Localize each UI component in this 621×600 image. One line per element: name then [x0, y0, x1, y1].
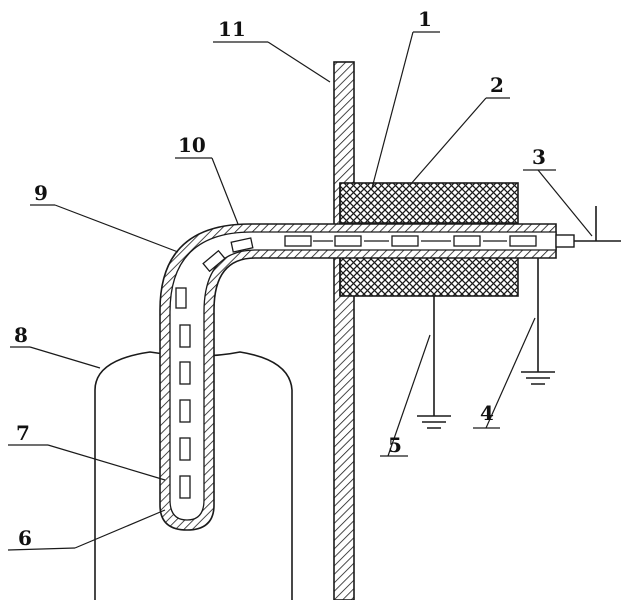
- ground-wire-4: [521, 258, 555, 385]
- insulating-block-upper: [339, 182, 519, 224]
- label-6: 6: [18, 526, 32, 550]
- label-3: 3: [532, 145, 546, 169]
- label-5: 5: [388, 433, 402, 457]
- insulating-block-lower: [339, 253, 519, 297]
- label-7: 7: [16, 421, 30, 445]
- label-4: 4: [480, 401, 494, 425]
- wall-plate: [333, 61, 355, 600]
- label-9: 9: [34, 181, 48, 205]
- label-10: 10: [178, 133, 206, 157]
- label-2: 2: [490, 73, 504, 97]
- electrode-segments: [175, 235, 537, 499]
- ground-wire-5: [417, 296, 451, 429]
- label-underlines: [7, 31, 556, 551]
- label-1: 1: [418, 7, 432, 31]
- label-11: 11: [218, 17, 246, 41]
- leader-lines: [29, 31, 593, 549]
- label-8: 8: [14, 323, 28, 347]
- lead-wire: [574, 206, 621, 242]
- end-connector: [555, 234, 575, 248]
